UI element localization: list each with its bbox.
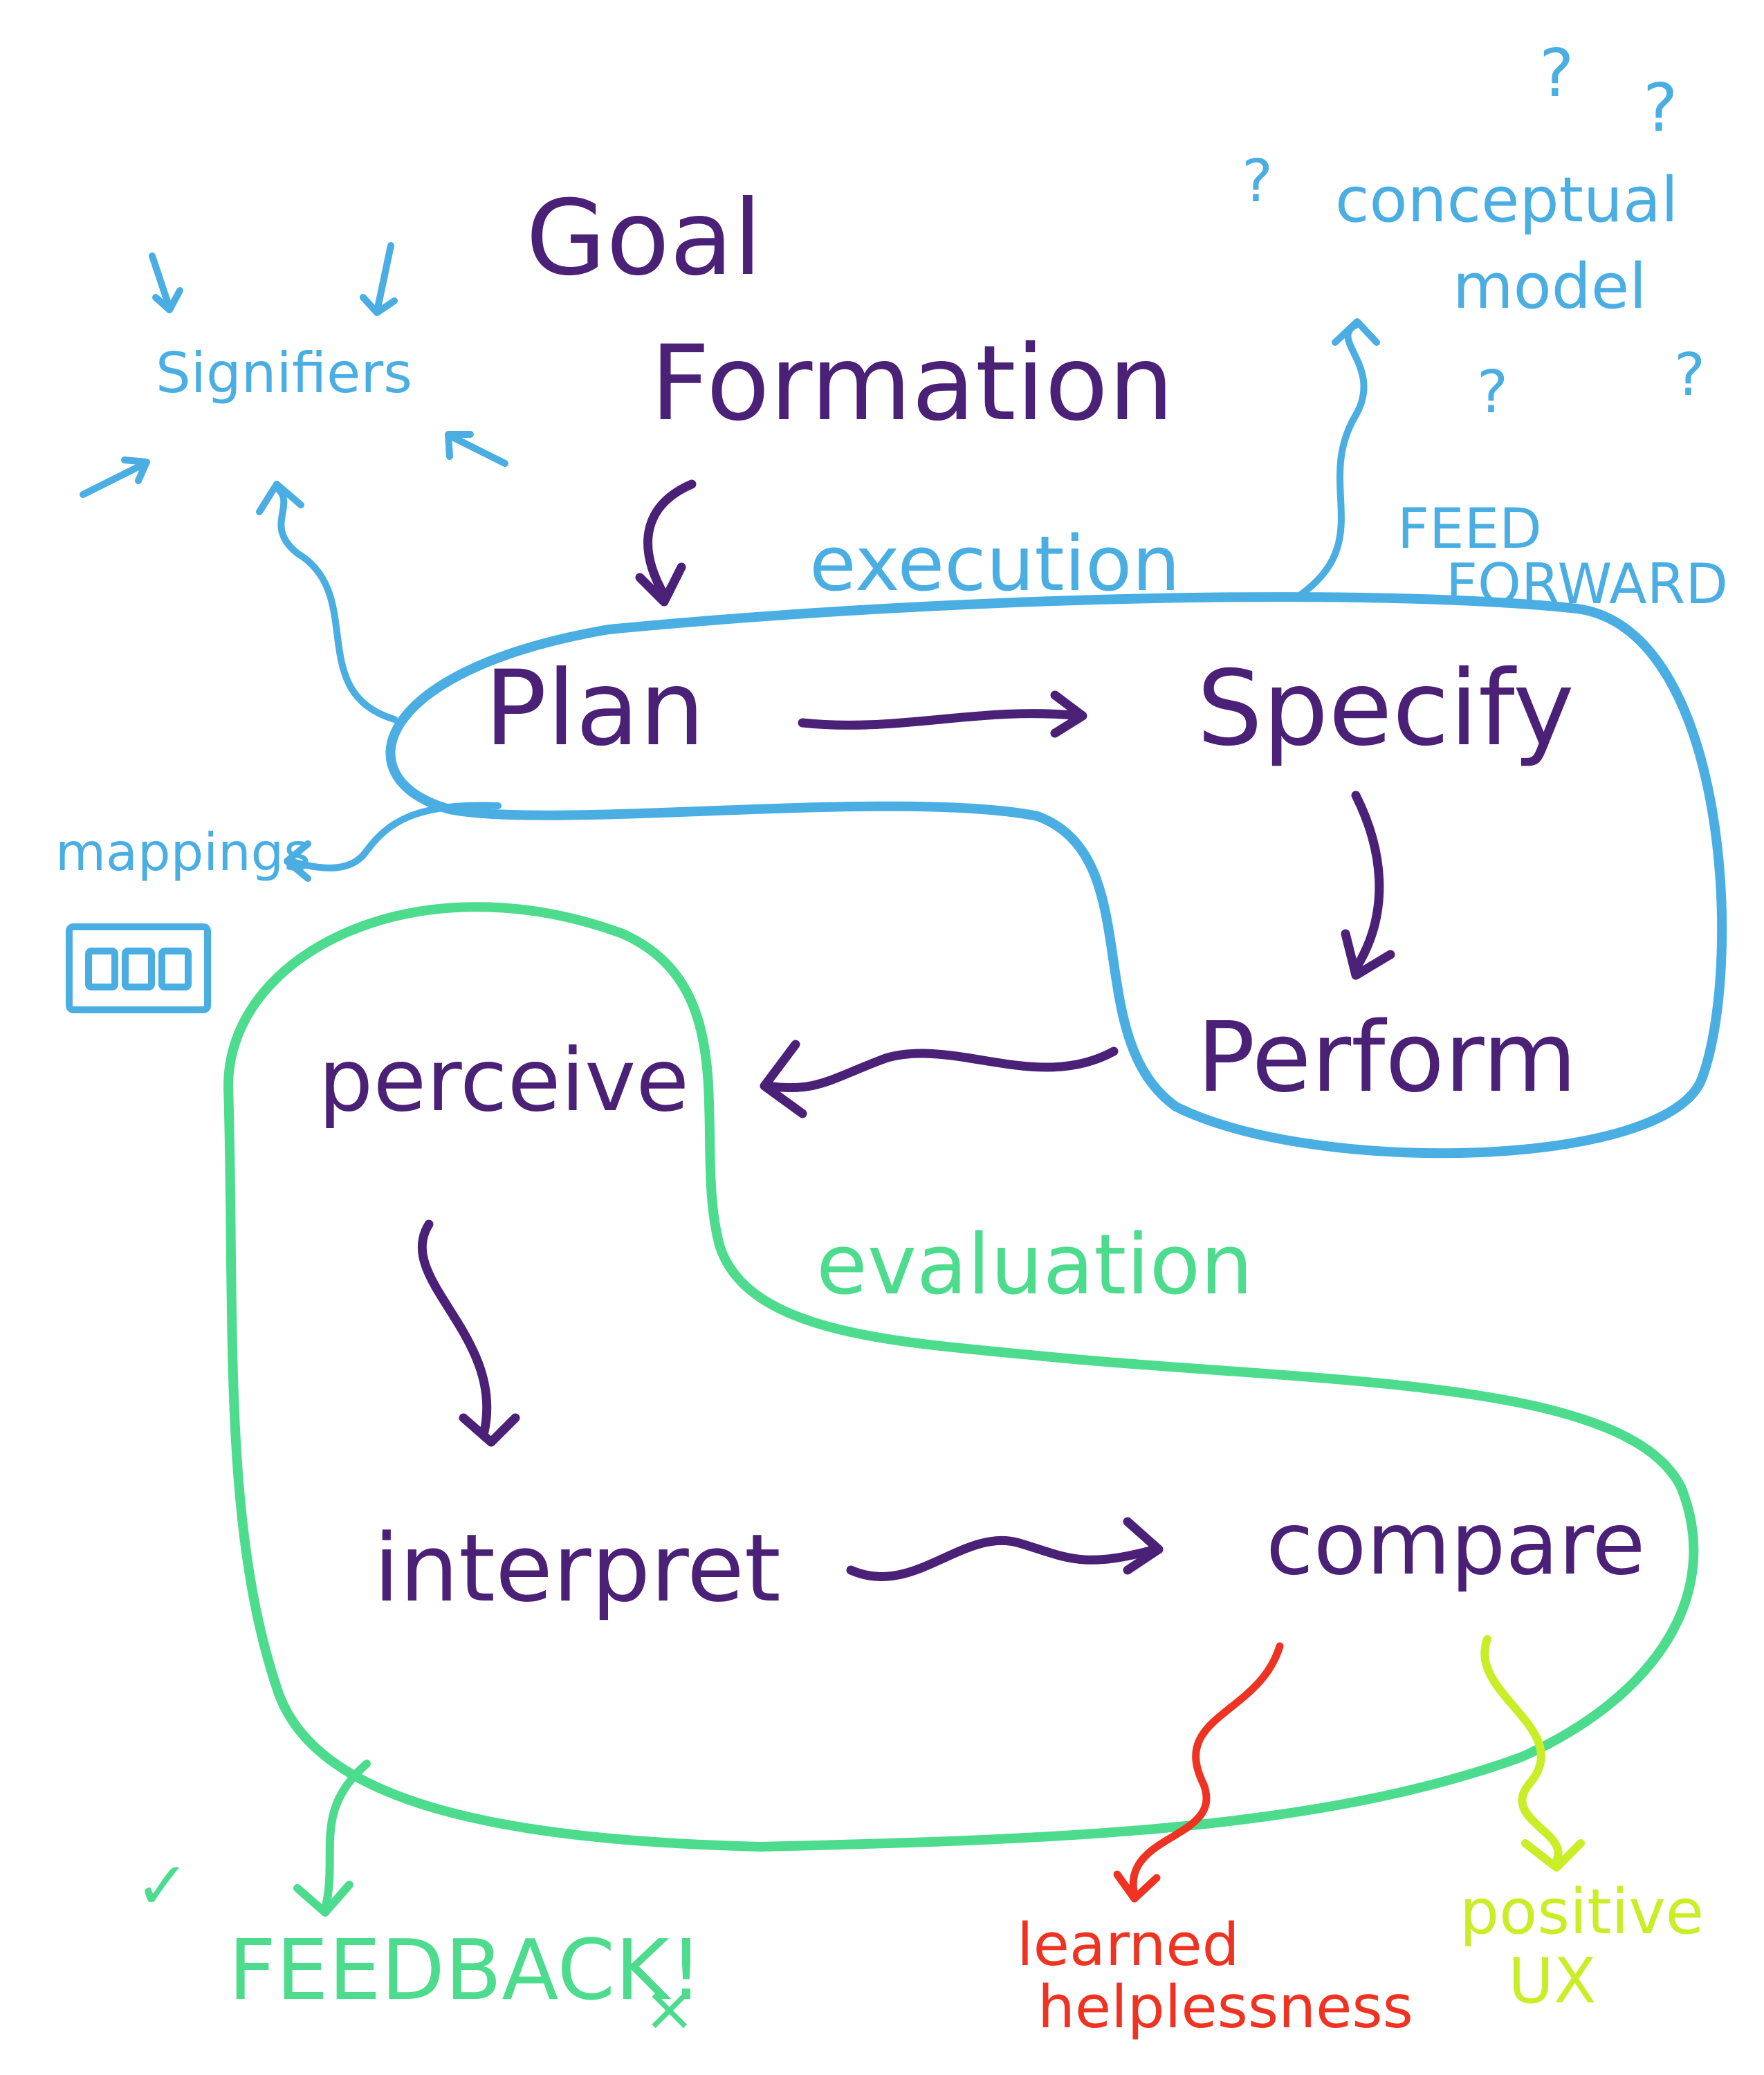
- question-mark-3: ?: [1242, 147, 1274, 216]
- interpret-to-compare-arrowhead: [1123, 1517, 1164, 1575]
- signifier-pointer-1: [149, 252, 183, 313]
- execution-label: execution: [809, 519, 1181, 608]
- evaluation-loop: [223, 902, 1699, 1852]
- interpret-to-compare-arrow: [846, 1536, 1160, 1582]
- specify-to-perform-arrowhead: [1341, 929, 1395, 980]
- learned-helplessness-line1: learned: [1017, 1911, 1240, 1980]
- learned-helplessness-arrowhead: [1113, 1870, 1161, 1903]
- question-mark-2: ?: [1643, 71, 1678, 147]
- feedback-arrowhead: [293, 1881, 353, 1917]
- mappings-label: mappings: [55, 822, 311, 883]
- goal-to-plan-arrow: [643, 479, 697, 600]
- feedback-arrow: [321, 1760, 371, 1913]
- mappings-arrowhead: [284, 840, 311, 882]
- feedback-label: FEEDBACK!: [228, 1923, 703, 2019]
- question-mark-4: ?: [1477, 358, 1509, 427]
- cross-mark: ×: [643, 1973, 696, 2045]
- positive-ux-arrow: [1480, 1635, 1563, 1865]
- perform-to-perceive-arrowhead: [760, 1040, 807, 1118]
- step-compare: compare: [1266, 1494, 1646, 1594]
- plan-to-specify-arrow: [798, 709, 1084, 730]
- goal-title: Goal: [526, 178, 762, 299]
- perform-to-perceive-arrow: [763, 1046, 1119, 1093]
- conceptual-model-line2: model: [1453, 250, 1647, 323]
- execution-loop: [385, 592, 1727, 1159]
- plan-to-signifiers-arrowhead: [256, 481, 304, 515]
- step-interpret: interpret: [374, 1514, 781, 1623]
- light-switch-toggle-1: [85, 948, 118, 990]
- signifiers-label: Signifiers: [156, 341, 412, 405]
- step-plan: Plan: [484, 649, 706, 769]
- learned-helplessness-arrow: [1129, 1642, 1284, 1899]
- mappings-arrow: [287, 802, 502, 872]
- check-mark: ✓: [135, 1848, 190, 1924]
- formation-title: Formation: [650, 324, 1175, 444]
- specify-to-perform-arrow: [1351, 791, 1384, 973]
- plan-to-specify-arrowhead: [1050, 690, 1087, 738]
- light-switch-toggle-2: [122, 948, 155, 990]
- question-mark-1: ?: [1539, 36, 1574, 112]
- feedforward-arrowhead: [1332, 318, 1380, 346]
- perceive-to-interpret-arrow: [417, 1219, 492, 1437]
- positive-ux-line1: positive: [1460, 1876, 1705, 1948]
- positive-ux-arrowhead: [1521, 1839, 1585, 1872]
- step-perform: Perform: [1197, 1002, 1577, 1114]
- goal-to-plan-arrowhead: [635, 562, 686, 607]
- light-switch-toggle-3: [158, 948, 192, 990]
- learned-helplessness-line2: helplessness: [1038, 1973, 1413, 2042]
- light-switch-icon: [66, 923, 211, 1013]
- signifier-pointer-3: [80, 456, 150, 498]
- plan-to-signifiers-arrow: [273, 484, 398, 723]
- positive-ux-line2: UX: [1508, 1945, 1597, 2018]
- evaluation-label: evaluation: [816, 1217, 1253, 1313]
- feedforward-arrow: [1297, 322, 1368, 598]
- feed-forward-line1: FEED: [1397, 497, 1542, 561]
- question-mark-5: ?: [1674, 341, 1706, 409]
- conceptual-model-line1: conceptual: [1335, 164, 1679, 237]
- step-specify: Specify: [1197, 649, 1574, 769]
- perceive-to-interpret-arrowhead: [459, 1413, 520, 1447]
- signifier-pointer-4: [445, 431, 508, 467]
- step-perceive: perceive: [318, 1031, 690, 1131]
- feed-forward-line2: FORWARD: [1446, 552, 1728, 616]
- signifier-pointer-2: [360, 242, 398, 316]
